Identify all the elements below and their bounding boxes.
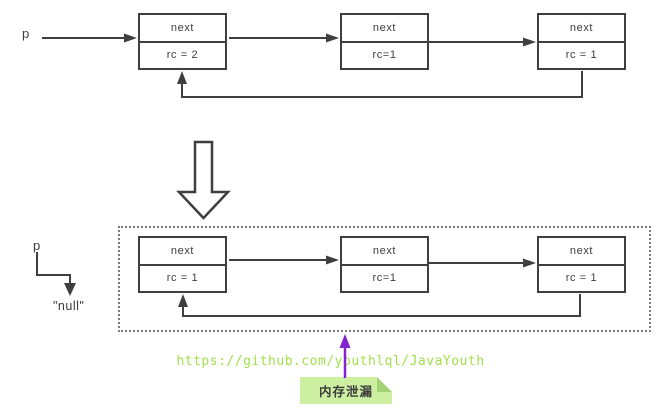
top-node-2: next rc=1 bbox=[340, 13, 429, 70]
leaked-memory-dotted-box bbox=[118, 226, 651, 332]
node-next-field: next bbox=[342, 15, 427, 43]
node-rc-field: rc=1 bbox=[372, 49, 397, 62]
bottom-node-3: next rc = 1 bbox=[537, 236, 626, 293]
node-next-field: next bbox=[140, 238, 225, 266]
bottom-pointer-label: p bbox=[33, 238, 41, 253]
top-node-1: next rc = 2 bbox=[138, 13, 227, 70]
memory-leak-note-label: 内存泄漏 bbox=[318, 385, 373, 399]
transition-down-arrow bbox=[176, 140, 231, 220]
node-next-field: next bbox=[342, 238, 427, 266]
node-rc-field: rc = 2 bbox=[166, 49, 199, 62]
memory-leak-note: 内存泄漏 bbox=[300, 377, 392, 404]
node-next-field: next bbox=[539, 15, 624, 43]
node-rc-field: rc = 1 bbox=[565, 49, 598, 62]
bottom-pointer-null-arrow bbox=[36, 252, 76, 296]
top-node-3: next rc = 1 bbox=[537, 13, 626, 70]
top-next-arrow-1 bbox=[229, 33, 339, 43]
top-back-edge-arrow bbox=[177, 71, 583, 98]
node-rc-field: rc = 1 bbox=[166, 272, 199, 285]
bottom-node-1: next rc = 1 bbox=[138, 236, 227, 293]
node-rc-field: rc=1 bbox=[372, 272, 397, 285]
bottom-node-2: next rc=1 bbox=[340, 236, 429, 293]
null-label: "null" bbox=[53, 299, 85, 313]
top-pointer-arrow bbox=[42, 33, 137, 43]
node-next-field: next bbox=[140, 15, 225, 43]
watermark-url: https://github.com/youthlql/JavaYouth bbox=[176, 354, 485, 369]
node-rc-field: rc = 1 bbox=[565, 272, 598, 285]
note-fold-corner-icon bbox=[377, 377, 392, 392]
top-next-arrow-2 bbox=[429, 37, 536, 47]
top-pointer-label: p bbox=[22, 26, 30, 41]
node-next-field: next bbox=[539, 238, 624, 266]
